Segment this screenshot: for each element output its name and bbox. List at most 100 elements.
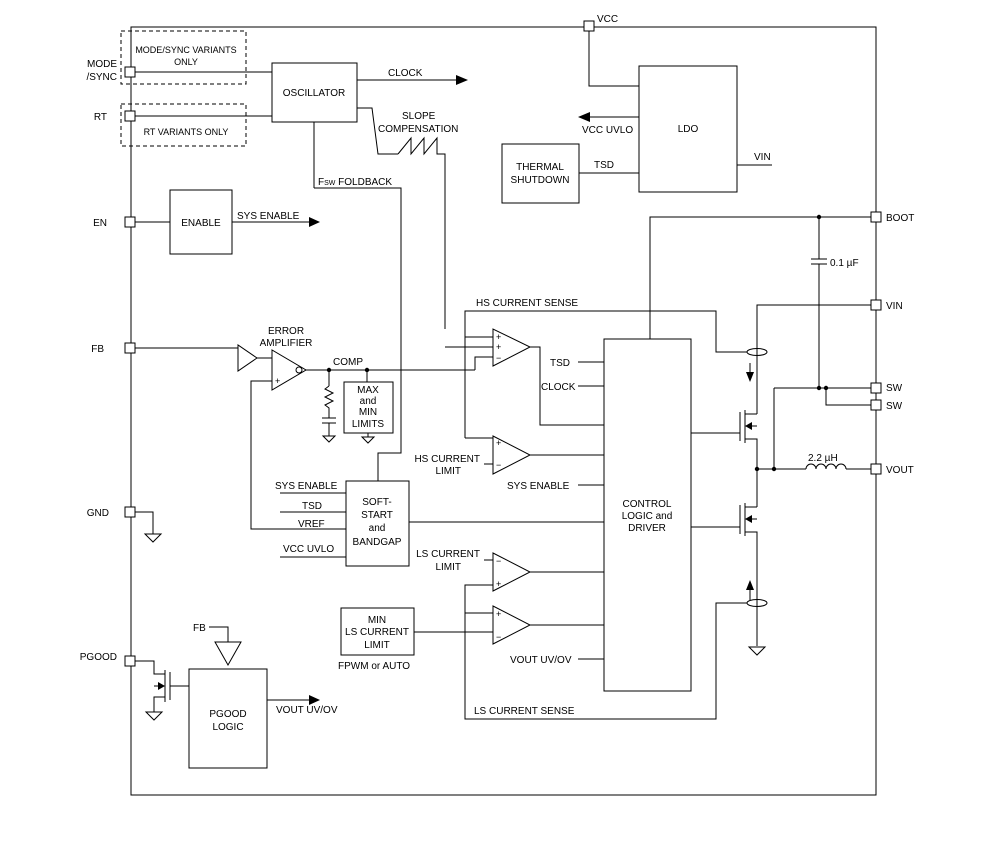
ss-tsd-label: TSD [302, 501, 322, 512]
fb-pgood-buffer-icon [214, 641, 242, 667]
pwm-comp-plus-2: + [496, 342, 501, 352]
control-logic-block [603, 338, 692, 692]
ls-limit-label-2: LIMIT [435, 562, 461, 573]
oscillator-block [271, 62, 358, 123]
ls-sense-wire [464, 584, 747, 720]
mode-sync-pin-label-1: MODE [87, 59, 117, 70]
sw-junction-2 [823, 385, 829, 391]
min-ls-current-limit-block [340, 607, 415, 656]
pwm-out-wire [530, 346, 604, 426]
sys-enable-out-arrow [309, 217, 320, 227]
fb-pin-label: FB [91, 344, 104, 355]
max-min-label-1: MAX [357, 385, 379, 396]
error-amp-out-bubble [295, 366, 303, 374]
slope-comp-label-1: SLOPE [402, 111, 436, 122]
soft-start-block [345, 480, 410, 567]
min-ls-label-3: LIMIT [364, 640, 390, 651]
ls-limit-minus: − [496, 556, 501, 566]
comp-resistor-icon [323, 385, 335, 418]
vcc-pin [583, 20, 595, 32]
en-pin-label: EN [93, 218, 107, 229]
control-label-1: CONTROL [623, 499, 672, 510]
softstart-label-1: SOFT- [362, 497, 391, 508]
ldo-block [638, 65, 738, 193]
fsw-foldback-line [314, 187, 402, 481]
max-min-label-3: MIN [359, 407, 377, 418]
ls-current-limit-comparator-icon [492, 552, 532, 592]
vin-pin-label: VIN [886, 301, 903, 312]
fsw-foldback-label: FSW FOLDBACK [318, 177, 392, 188]
hs-current-limit-comparator-icon [492, 435, 532, 475]
hs-limit-label-1: HS CURRENT [414, 454, 480, 465]
sw-wire-2 [825, 388, 871, 406]
slope-comp-wire [357, 107, 398, 155]
boot-wire [649, 216, 871, 339]
min-ls-plus: + [496, 609, 501, 619]
clock-out-label: CLOCK [388, 68, 423, 79]
pgood-ground-icon [144, 711, 164, 721]
hs-fet-source-link [745, 438, 758, 469]
softstart-label-3: and [369, 523, 386, 534]
pgood-fet-arrow [158, 682, 165, 690]
pgood-label-1: PGOOD [209, 709, 246, 720]
hs-current-sense-label: HS CURRENT SENSE [476, 298, 578, 309]
vcc-to-ldo-wire [588, 31, 639, 87]
vcc-pin-label: VCC [597, 14, 618, 25]
ss-vcc-uvlo-label: VCC UVLO [283, 544, 334, 555]
comp-to-pwm-wire [474, 356, 493, 370]
vcc-uvlo-ldo-label: VCC UVLO [582, 125, 633, 136]
vout-pin [870, 463, 882, 475]
fb-pgood-label: FB [193, 623, 206, 634]
mode-sync-variant-label-1: MODE/SYNC VARIANTS [135, 45, 236, 55]
min-ls-label-2: LS CURRENT [345, 627, 409, 638]
softstart-label-2: START [361, 510, 393, 521]
vout-uvov-pgood-arrow [309, 695, 320, 705]
clock-ctrl-label: CLOCK [541, 382, 576, 393]
boot-pin-label: BOOT [886, 213, 914, 224]
rt-pin [124, 110, 136, 122]
ldo-vin-label: VIN [754, 152, 771, 163]
pgood-fet-source-wire [153, 696, 165, 712]
thermal-label-1: THERMAL [516, 162, 564, 173]
ls-arrow [746, 580, 754, 590]
rt-variant-label: RT VARIANTS ONLY [144, 127, 229, 137]
inductor-label: 2.2 µH [808, 453, 838, 464]
control-label-2: LOGIC and [622, 511, 673, 522]
inductor-icon [805, 463, 847, 470]
pgood-label-2: LOGIC [212, 722, 243, 733]
fb-pgood-wire [209, 626, 229, 642]
error-amp-icon [271, 349, 307, 391]
pgood-pin [124, 655, 136, 667]
mode-sync-pin-label-2: /SYNC [86, 72, 117, 83]
ls-fet-source-link [745, 531, 758, 646]
vout-uvov-ctrl-label: VOUT UV/OV [510, 655, 572, 666]
fb-buffer-icon [237, 344, 258, 372]
error-amp-label-2: AMPLIFIER [260, 338, 313, 349]
hs-arrow [746, 372, 754, 382]
clock-out-arrow [456, 75, 468, 85]
gnd-ground-icon [143, 533, 163, 543]
ldo-label: LDO [678, 124, 699, 135]
hs-limit-label-2: LIMIT [435, 466, 461, 477]
mode-sync-variant-label-2: ONLY [174, 57, 198, 67]
max-min-ground-icon [360, 436, 376, 444]
max-min-label-4: LIMITS [352, 419, 385, 430]
sw-pin-2 [870, 399, 882, 411]
sys-enable-ctrl-label: SYS ENABLE [507, 481, 570, 492]
ss-vref-label: VREF [298, 519, 325, 530]
thermal-label-2: SHUTDOWN [511, 175, 570, 186]
mode-sync-variant-box [120, 30, 247, 85]
pgood-logic-block [188, 668, 268, 769]
ss-sys-enable-label: SYS ENABLE [275, 481, 338, 492]
control-label-3: DRIVER [628, 523, 666, 534]
vout-uvov-pgood-label: VOUT UV/OV [276, 705, 338, 716]
sawtooth-icon [397, 136, 446, 329]
comp-ground-icon [321, 435, 337, 443]
rt-variant-box [120, 103, 247, 147]
min-ls-label-1: MIN [368, 615, 386, 626]
boot-cap-label: 0.1 µF [830, 258, 859, 269]
boot-pin [870, 211, 882, 223]
gnd-pin-label: GND [87, 508, 109, 519]
comp-label: COMP [333, 357, 363, 368]
